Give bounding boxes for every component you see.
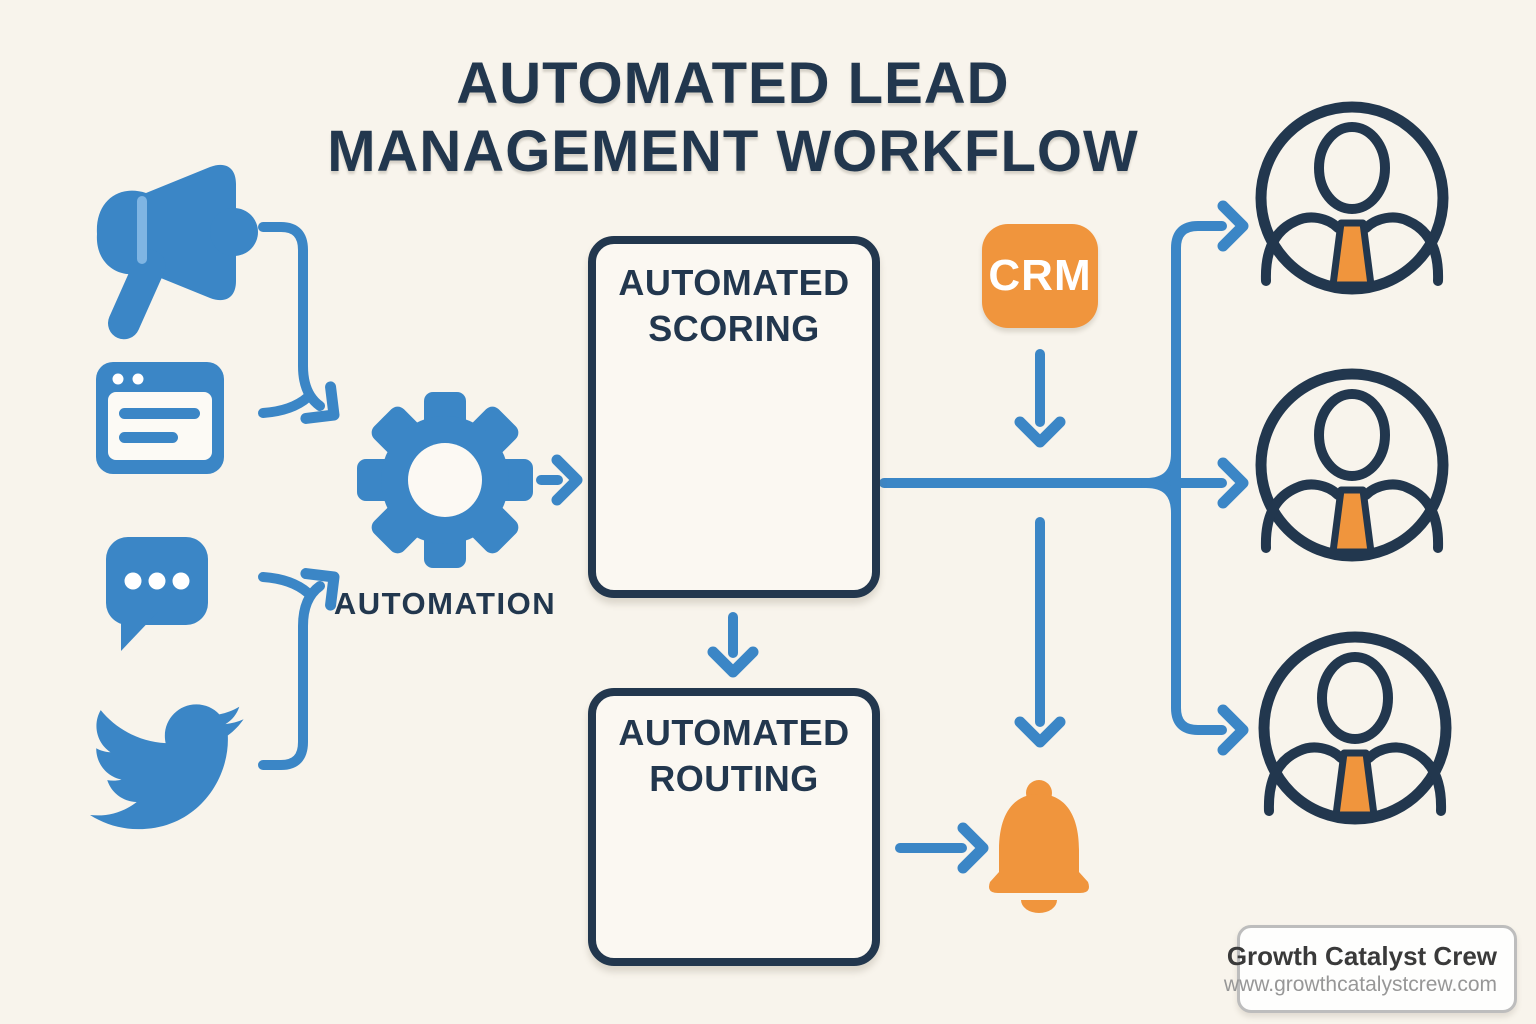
automated-scoring-box xyxy=(588,236,880,598)
bell-icon xyxy=(989,780,1089,913)
gear-icon xyxy=(357,392,533,568)
routing-title-line1: AUTOMATED xyxy=(618,712,850,753)
scoring-title-line1: AUTOMATED xyxy=(618,262,850,303)
arrow-gear-to-scoring xyxy=(536,454,583,506)
page-title: AUTOMATED LEAD MANAGEMENT WORKFLOW xyxy=(150,50,1316,186)
crm-badge: CRM xyxy=(982,224,1098,328)
brand-name: Growth Catalyst Crew xyxy=(1226,940,1497,971)
page-title-line1: AUTOMATED LEAD xyxy=(456,51,1010,116)
scoring-title-line2: SCORING xyxy=(648,308,820,349)
scoring-box-title: AUTOMATED SCORING xyxy=(592,260,876,352)
brand-website: www.growthcatalystcrew.com xyxy=(1223,973,1497,997)
person-avatar-icon xyxy=(1255,101,1449,295)
arrow-scoring-to-recipients xyxy=(879,200,1249,756)
automation-label: AUTOMATION xyxy=(333,586,557,621)
routing-box-title: AUTOMATED ROUTING xyxy=(592,710,876,802)
browser-window-icon xyxy=(96,362,224,474)
brand-text: Growth Catalyst Crew www.growthcatalystc… xyxy=(1224,940,1497,999)
routing-title-line2: ROUTING xyxy=(649,758,819,799)
arrow-sources-top xyxy=(258,222,340,424)
person-avatar-icon xyxy=(1255,368,1449,562)
crm-label: CRM xyxy=(988,251,1092,300)
megaphone-icon xyxy=(96,164,258,340)
page-title-line2: MANAGEMENT WORKFLOW xyxy=(327,119,1139,184)
automated-routing-box xyxy=(588,688,880,966)
brand-badge: Growth Catalyst Crew www.growthcatalystc… xyxy=(1224,925,1517,1013)
arrow-crm-to-bell xyxy=(1014,517,1066,748)
person-avatar-icon xyxy=(1258,631,1452,825)
arrow-sources-bottom xyxy=(258,568,340,770)
twitter-bird-icon xyxy=(90,704,244,830)
arrow-scoring-to-routing xyxy=(707,612,759,678)
arrow-crm-down xyxy=(1014,349,1066,448)
arrow-routing-to-bell xyxy=(895,822,989,874)
chat-bubble-icon xyxy=(106,537,208,651)
